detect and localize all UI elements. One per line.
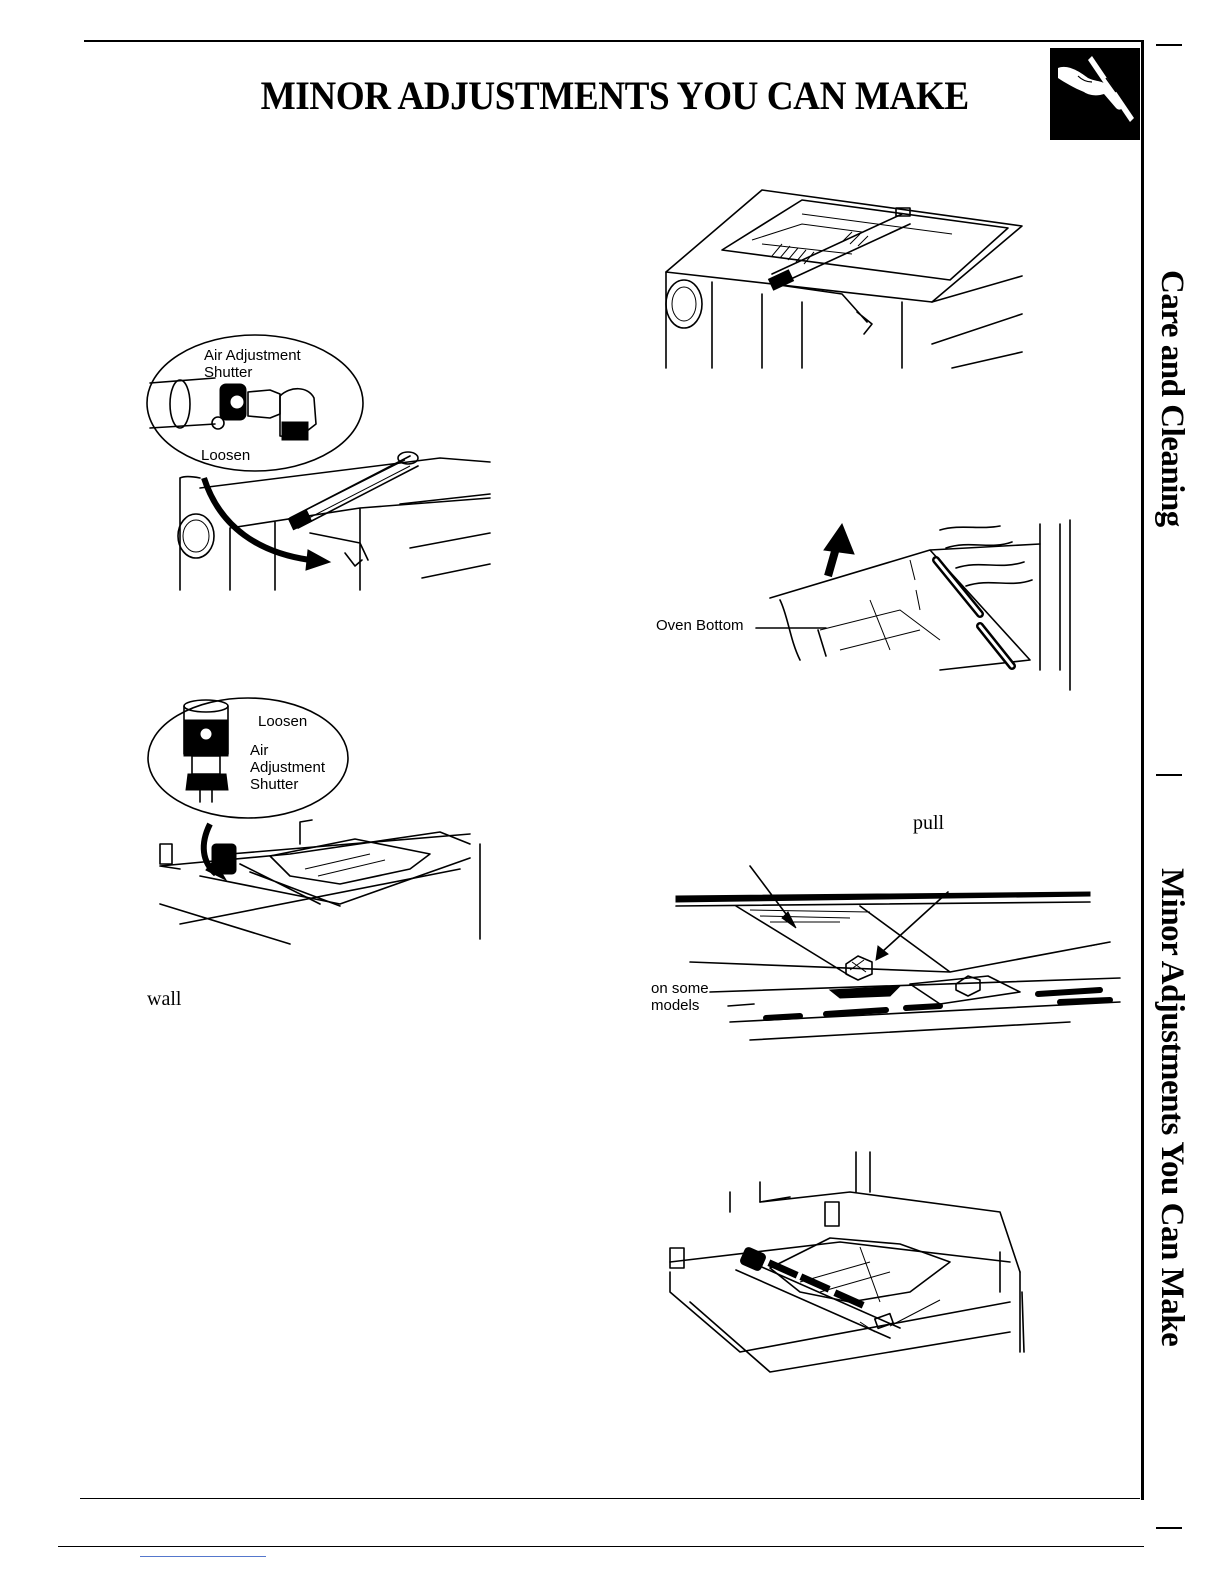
side-tick-mid (1156, 774, 1182, 776)
footer-rule (58, 1546, 1144, 1547)
fig2-label-loosen: Loosen (258, 713, 307, 730)
side-tab-care-and-cleaning[interactable]: Care and Cleaning (1153, 270, 1190, 527)
side-tick-top (1156, 44, 1182, 46)
figure-oven-burner-installed (650, 1152, 1030, 1382)
side-tick-bottom (1156, 1527, 1182, 1529)
bottom-rule (80, 1498, 1140, 1499)
fig5-label-models: on some models (651, 980, 709, 1014)
figure-oven-burner-shutter (140, 694, 490, 954)
fig1-label-air-shutter: Air Adjustment Shutter (204, 347, 301, 381)
footer-dash (1130, 1546, 1144, 1547)
fig2-label-air-shutter: Air Adjustment Shutter (250, 742, 325, 793)
fig4-label-oven-bottom: Oven Bottom (656, 617, 744, 634)
left-text-fragment: wall (147, 988, 181, 1011)
side-rule-main (1141, 42, 1144, 1500)
right-text-fragment: pull (913, 812, 944, 835)
figure-oven-bottom-screws (650, 862, 1120, 1062)
side-tab-minor-adjustments[interactable]: Minor Adjustments You Can Make (1153, 868, 1190, 1346)
figure-burner-air-shutter (140, 328, 500, 598)
hand-tool-icon (1050, 48, 1140, 140)
page-title: MINOR ADJUSTMENTS YOU CAN MAKE (0, 72, 1224, 119)
fig1-label-loosen: Loosen (201, 447, 250, 464)
footer-short-rule (140, 1556, 266, 1557)
top-rule (84, 40, 1144, 42)
figure-oven-bottom-lift (640, 520, 1080, 690)
figure-broiler-burner (652, 184, 1032, 369)
